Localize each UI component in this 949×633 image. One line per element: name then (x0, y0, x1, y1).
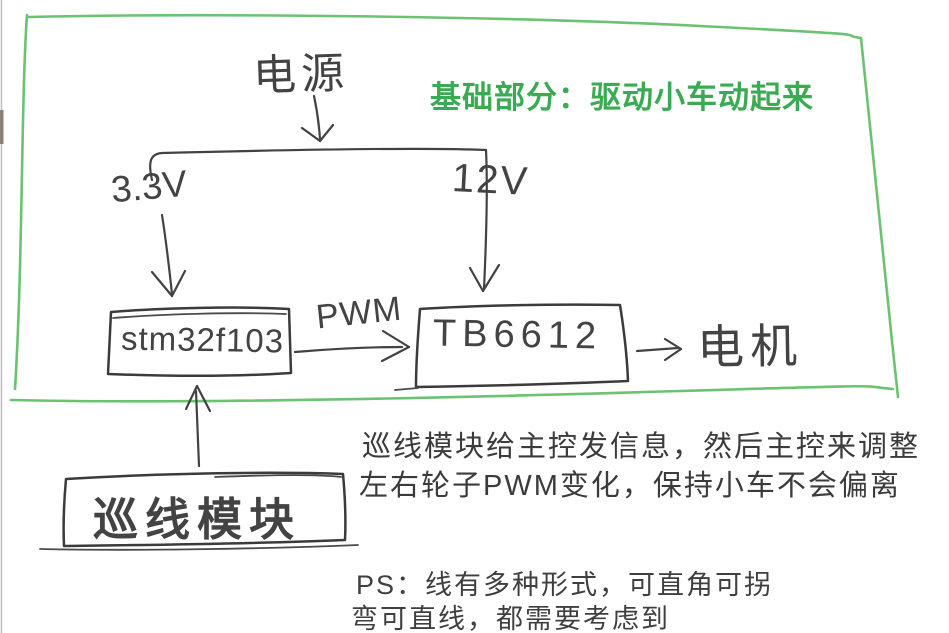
line-module-node-label: 巡线模块 (93, 494, 302, 545)
module-box (39, 471, 359, 551)
green-frame (9, 13, 900, 403)
voltage-12v-label: 12V (450, 156, 531, 204)
module-arrow (184, 384, 212, 468)
ps-note-line-1: PS：线有多种形式，可直角可拐 (356, 570, 774, 600)
voltage-3v3-label: 3.3V (109, 162, 189, 211)
driver-box (394, 303, 630, 391)
description-line-2: 左右轮子PWM变化，保持小车不会偏离 (359, 470, 901, 502)
page-edge-line (0, 0, 4, 633)
motor-driver-node-label: TB6612 (432, 312, 603, 358)
branch-line (149, 147, 488, 291)
motor-arrow (635, 337, 683, 362)
power-arrow (300, 94, 335, 143)
power-node-label: 电源 (252, 49, 350, 101)
v33-arrow (150, 213, 187, 298)
v12-arrow (468, 263, 501, 293)
ps-note-line-2: 弯可直线，都需要考虑到 (351, 604, 670, 633)
description-line-1: 巡线模块给主控发信息，然后主控来调整 (362, 431, 921, 463)
mcu-box (106, 306, 293, 377)
pwm-arrow (293, 329, 411, 363)
mcu-node-label: stm32f103 (120, 319, 285, 360)
section-title: 基础部分：驱动小车动起来 (430, 80, 814, 115)
motor-node-label: 电机 (696, 319, 804, 374)
